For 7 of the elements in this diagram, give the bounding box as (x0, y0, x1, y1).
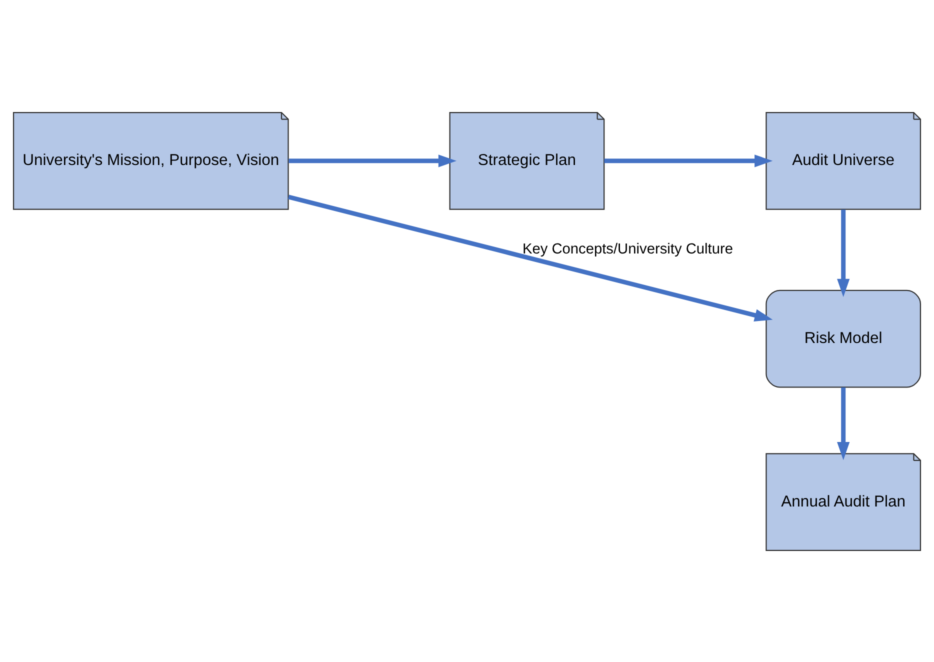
node-box: Risk Model (766, 289, 922, 388)
arrow (288, 194, 773, 321)
arrow (837, 209, 850, 296)
arrow (837, 386, 850, 460)
arrow (288, 154, 456, 167)
arrow (604, 154, 773, 167)
edge-label: Key Concepts/University Culture (522, 241, 733, 258)
